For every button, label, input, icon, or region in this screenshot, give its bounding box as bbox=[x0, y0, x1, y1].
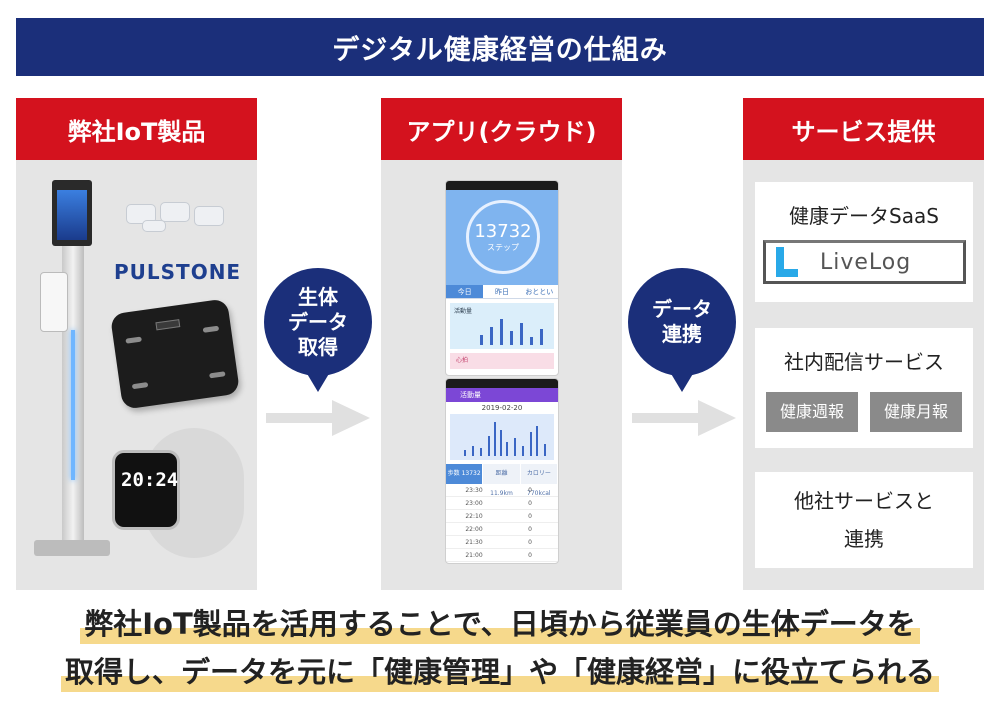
activity-header: 活動量 bbox=[446, 388, 558, 402]
step-unit: ステップ bbox=[487, 243, 519, 252]
biodata-acquisition-bubble: 生体 データ 取得 bbox=[264, 268, 372, 392]
activity-label: 活動量 bbox=[454, 308, 473, 315]
stat-steps: 歩数 13732 bbox=[446, 464, 484, 484]
flow-arrow-icon bbox=[266, 400, 370, 436]
tab-day-before: おととい bbox=[520, 285, 558, 299]
caption-line2: 取得し、データを元に「健康管理」や「健康経営」に役立てられる bbox=[60, 648, 939, 696]
monthly-report-badge: 健康月報 bbox=[870, 392, 962, 432]
step-ring: 13732 ステップ bbox=[466, 200, 540, 274]
smartwatch-image: 20:24 bbox=[112, 450, 180, 530]
caption-line1: 弊社IoT製品を活用することで、日頃から従業員の生体データを bbox=[80, 600, 920, 648]
flow-arrow-icon bbox=[632, 400, 736, 436]
partner-line2: 連携 bbox=[844, 527, 884, 551]
heart-row: 心拍 bbox=[450, 353, 554, 369]
services-header: サービス提供 bbox=[743, 98, 984, 160]
products-panel: 弊社IoT製品 PULSTONE 20:24 bbox=[16, 98, 257, 590]
data-link-bubble: データ 連携 bbox=[628, 268, 736, 392]
livelog-mark-icon bbox=[776, 247, 798, 277]
bubble1-line3: 取得 bbox=[298, 334, 338, 359]
step-count: 13732 bbox=[474, 221, 532, 242]
pulstone-logo: PULSTONE bbox=[114, 260, 242, 284]
smart-scale-image bbox=[109, 298, 241, 410]
activity-app-screenshot: 活動量 2019-02-20 歩数 13732 距離 11.9km カロリー 7… bbox=[445, 378, 559, 564]
partner-line1: 他社サービスと bbox=[794, 489, 934, 513]
bubble2-line2: 連携 bbox=[662, 322, 702, 346]
step-app-screenshot: 13732 ステップ 今日 昨日 おととい 活動量 心拍 bbox=[445, 180, 559, 376]
tab-today: 今日 bbox=[446, 285, 484, 299]
app-panel: アプリ(クラウド) 13732 ステップ 今日 昨日 おととい 活動量 心拍 活… bbox=[381, 98, 622, 590]
stat-calories: カロリー 770kcal bbox=[520, 464, 558, 497]
products-header: 弊社IoT製品 bbox=[16, 98, 257, 160]
tab-yesterday: 昨日 bbox=[483, 285, 521, 299]
livelog-logo: LiveLog bbox=[763, 240, 966, 284]
sensor-pads-image bbox=[120, 202, 230, 242]
activity-chart: 活動量 bbox=[450, 303, 554, 349]
thermometer-kiosk-image bbox=[34, 180, 110, 570]
app-header: アプリ(クラウド) bbox=[381, 98, 622, 160]
weekly-report-badge: 健康週報 bbox=[766, 392, 858, 432]
bubble2-line1: データ bbox=[652, 297, 712, 321]
bubble1-line1: 生体 bbox=[298, 284, 338, 309]
bubble1-line2: データ bbox=[288, 309, 348, 334]
activity-bar-chart bbox=[450, 414, 554, 460]
livelog-text: LiveLog bbox=[820, 249, 912, 275]
summary-caption: 弊社IoT製品を活用することで、日頃から従業員の生体データを 取得し、データを元… bbox=[0, 600, 1000, 696]
partner-service-card: 他社サービスと 連携 bbox=[755, 472, 973, 568]
watch-time: 20:24 bbox=[121, 469, 179, 491]
internal-service-card: 社内配信サービス 健康週報 健康月報 bbox=[755, 328, 973, 448]
saas-title: 健康データSaaS bbox=[789, 204, 939, 228]
activity-date: 2019-02-20 bbox=[481, 404, 523, 412]
services-panel: サービス提供 健康データSaaS LiveLog 社内配信サービス 健康週報 健… bbox=[743, 98, 984, 590]
page-title: デジタル健康経営の仕組み bbox=[16, 18, 984, 76]
internal-title: 社内配信サービス bbox=[784, 350, 944, 374]
stat-distance: 距離 11.9km bbox=[483, 464, 521, 497]
saas-card: 健康データSaaS LiveLog bbox=[755, 182, 973, 302]
